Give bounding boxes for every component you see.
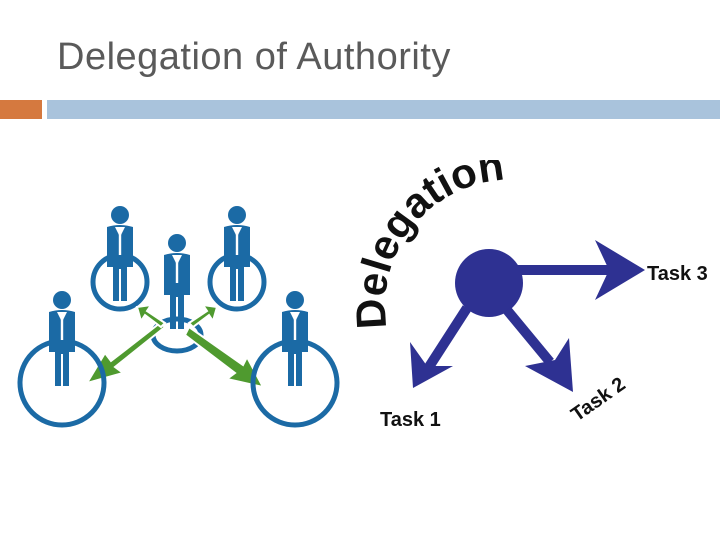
slide-title: Delegation of Authority xyxy=(57,36,451,78)
task-arrows xyxy=(410,240,645,392)
delegation-hub-icon: Delegation Task 1 Task 2 Task 3 xyxy=(355,160,708,431)
green-arrows-icon xyxy=(84,303,265,389)
hub-circle xyxy=(455,249,523,317)
task-2-label: Task 2 xyxy=(567,373,629,426)
task-1-label: Task 1 xyxy=(380,409,441,431)
accent-bar-blue xyxy=(47,100,720,119)
people-delegating-icon xyxy=(17,206,340,428)
accent-bar-orange xyxy=(0,100,42,119)
task-3-label: Task 3 xyxy=(647,263,708,285)
